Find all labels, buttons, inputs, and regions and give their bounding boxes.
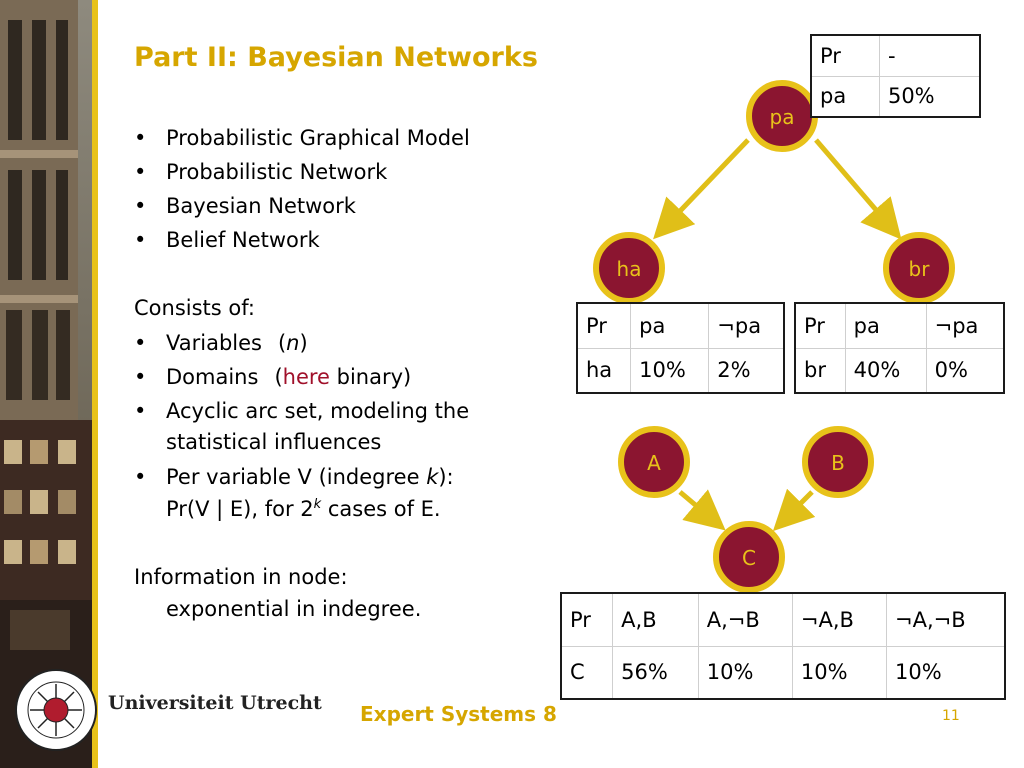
cpt-br-cell: Pr	[794, 302, 846, 349]
cpt-c-cell: A,B	[612, 592, 699, 647]
bullet-marker: •	[134, 399, 147, 423]
cpt-ha-cell: Pr	[576, 302, 632, 349]
cpt-br-cell: ¬pa	[925, 302, 1005, 349]
cpt-c-cell: 56%	[612, 645, 699, 700]
slide-title: Part II: Bayesian Networks	[134, 42, 538, 73]
node-c: C	[713, 521, 785, 593]
consists-label: Consists of:	[134, 296, 255, 320]
node-label-c: C	[742, 546, 756, 570]
cpt-c-cell: 10%	[697, 645, 793, 700]
bullet-item-2: Probabilistic Network	[166, 160, 388, 184]
cpt-c-cell: ¬A,¬B	[886, 592, 1006, 647]
cpt-c-cell: Pr	[560, 592, 614, 647]
cpt-c-cell: ¬A,B	[791, 592, 888, 647]
cpt-pa-cell: pa	[810, 75, 880, 118]
university-name: Universiteit Utrecht	[108, 692, 322, 714]
arc-pa-br	[814, 138, 902, 240]
slide-number: 11	[942, 708, 960, 724]
cpt-ha-cell: ha	[576, 347, 632, 394]
cpt-c-cell: C	[560, 645, 614, 700]
bullet-marker: •	[134, 228, 147, 252]
cpt-br-cell: 40%	[844, 347, 927, 394]
node-label-ha: ha	[617, 257, 642, 281]
bullet-marker: •	[134, 365, 147, 389]
cpt-ha-cell: 2%	[708, 347, 785, 394]
bullet-marker: •	[134, 160, 147, 184]
cpt-c-cell: 10%	[791, 645, 888, 700]
arc-b-c	[772, 488, 816, 532]
node-br: br	[883, 232, 955, 304]
bullet-marker: •	[134, 194, 147, 218]
bullet-marker: •	[134, 126, 147, 150]
cpt-pa-cell: Pr	[810, 34, 880, 77]
variables-item: Variables(n)	[166, 331, 308, 355]
cpt-br-cell: 0%	[925, 347, 1005, 394]
node-label-pa: pa	[770, 105, 795, 129]
cpt-br-cell: pa	[844, 302, 927, 349]
per-variable-line1: Per variable V (indegree k):	[166, 465, 454, 489]
bullet-item-1: Probabilistic Graphical Model	[166, 126, 470, 150]
node-label-a: A	[647, 451, 661, 475]
gold-divider	[92, 0, 98, 768]
cpt-ha-cell: pa	[630, 302, 710, 349]
cpt-pa-cell: 50%	[878, 75, 981, 118]
bullet-marker: •	[134, 331, 147, 355]
domains-item: Domains(here binary)	[166, 365, 412, 389]
cpt-ha-cell: 10%	[630, 347, 710, 394]
acyclic-item-line1: Acyclic arc set, modeling the	[166, 399, 470, 423]
arc-pa-ha	[653, 138, 750, 240]
cpt-pa-cell: -	[878, 34, 981, 77]
node-a: A	[618, 426, 690, 498]
cpt-c-cell: 10%	[886, 645, 1006, 700]
arc-a-c	[678, 489, 726, 531]
bullet-item-4: Belief Network	[166, 228, 320, 252]
bullet-marker: •	[134, 465, 147, 489]
node-b: B	[802, 426, 874, 498]
node-label-b: B	[831, 451, 845, 475]
acyclic-item-line2: statistical influences	[166, 430, 382, 454]
info-line-1: Information in node:	[134, 565, 348, 589]
info-line-2: exponential in indegree.	[166, 597, 422, 621]
cpt-ha-cell: ¬pa	[708, 302, 785, 349]
course-title: Expert Systems 8	[360, 702, 557, 726]
node-pa: pa	[746, 80, 818, 152]
node-label-br: br	[909, 257, 931, 281]
bullet-item-3: Bayesian Network	[166, 194, 356, 218]
per-variable-line2: Pr(V | E), for 2k cases of E.	[166, 497, 441, 521]
cpt-c-cell: A,¬B	[697, 592, 793, 647]
highlight-here: here	[282, 365, 330, 389]
cpt-br-cell: br	[794, 347, 846, 394]
node-ha: ha	[593, 232, 665, 304]
university-seal-icon	[15, 669, 97, 751]
